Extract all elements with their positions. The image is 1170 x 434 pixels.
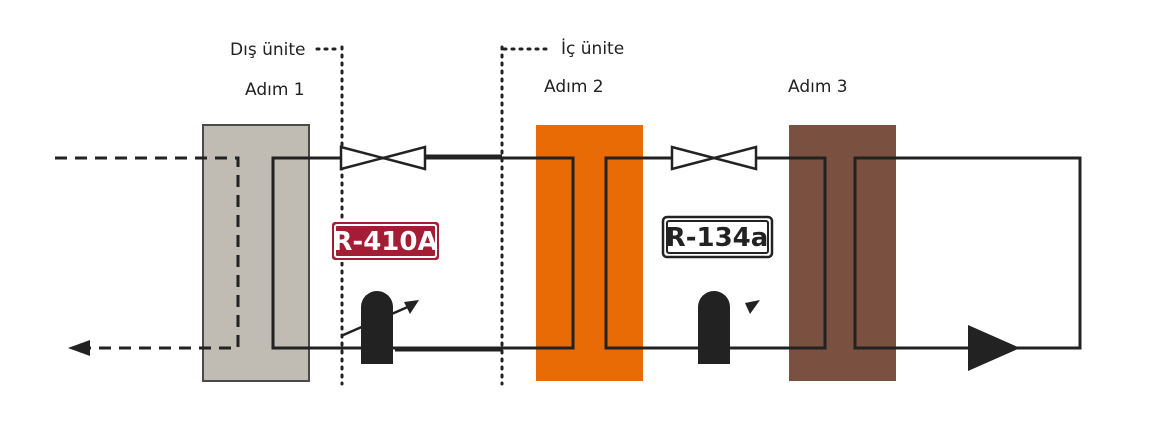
expansion-valve-stage1	[339, 145, 427, 171]
step2-label: Adım 2	[544, 77, 604, 97]
heat-exchanger-step1	[202, 124, 310, 382]
r134a-label: R-134a	[666, 223, 769, 253]
r410a-label: R-410A	[332, 227, 437, 257]
delivery-loop	[853, 156, 1082, 350]
expansion-valve-stage2	[670, 145, 758, 171]
r410a-loop	[271, 154, 575, 352]
step3-label: Adım 3	[788, 77, 848, 97]
heat-exchanger-step3	[789, 125, 896, 381]
compressor-stage1	[340, 291, 419, 364]
source-outlet-arrow	[68, 340, 90, 356]
source-loop	[55, 156, 240, 350]
outdoor-unit-label: Dış ünite	[230, 40, 305, 60]
pump-icon	[968, 325, 1020, 371]
r410a-badge: R-410A	[330, 220, 441, 262]
compressor-stage2	[698, 291, 760, 364]
step1-label: Adım 1	[245, 80, 305, 100]
indoor-unit-label: İç ünite	[561, 38, 624, 59]
r134a-badge: R-134a	[661, 215, 774, 259]
heat-exchanger-step2	[536, 125, 643, 381]
